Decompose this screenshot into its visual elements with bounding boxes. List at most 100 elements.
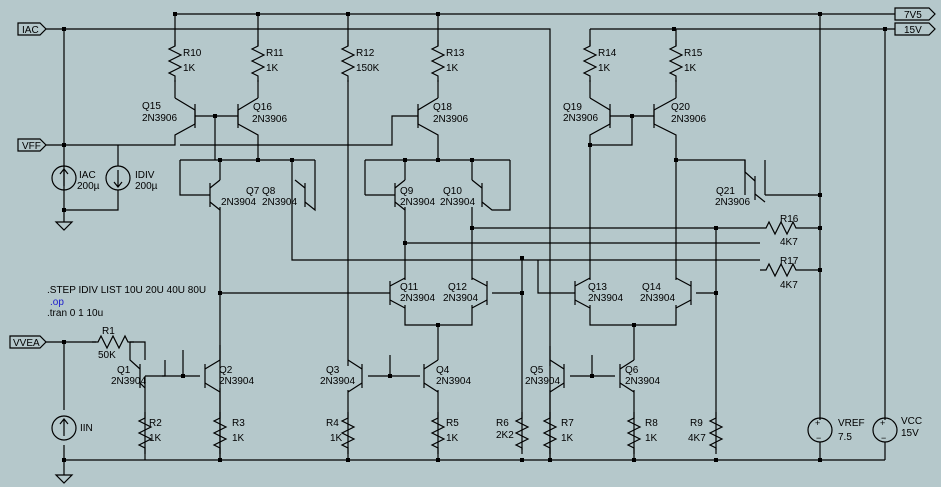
svg-text:R9: R9 (690, 418, 703, 429)
q3-ref: Q3 (326, 365, 340, 376)
q9-ref: Q9 (400, 186, 414, 197)
q16-model: 2N3906 (252, 114, 287, 125)
svg-text:R11: R11 (266, 48, 284, 59)
q13-model: 2N3904 (588, 293, 623, 304)
transistor-bodies (129, 104, 766, 393)
svg-text:15V: 15V (904, 25, 922, 36)
svg-text:R8: R8 (645, 418, 658, 429)
step-directive: .STEP IDIV LIST 10U 20U 40U 80U (47, 285, 206, 296)
svg-text:1K: 1K (446, 433, 459, 444)
q20-ref: Q20 (671, 102, 690, 113)
q7-model: 2N3904 (221, 197, 256, 208)
svg-text:1K: 1K (598, 63, 611, 74)
svg-text:+: + (815, 418, 820, 428)
svg-text:R17: R17 (780, 256, 799, 267)
q11-model: 2N3904 (400, 293, 435, 304)
svg-text:IAC: IAC (22, 25, 39, 36)
q8-model: 2N3904 (262, 197, 297, 208)
svg-text:R1: R1 (102, 326, 115, 337)
q2-ref: Q2 (219, 365, 233, 376)
q11-ref: Q11 (400, 282, 419, 293)
svg-text:R16: R16 (780, 214, 799, 225)
q15-ref: Q15 (142, 101, 161, 112)
q1-model: 2N3904 (111, 376, 146, 387)
svg-text:R3: R3 (232, 418, 245, 429)
q14-model: 2N3904 (640, 293, 675, 304)
q2-model: 2N3904 (219, 376, 254, 387)
q7-ref: Q7 (246, 186, 260, 197)
port-7v5: 7V5 (894, 7, 936, 21)
svg-text:R7: R7 (561, 418, 574, 429)
resistor-r1: R1 50K (91, 326, 135, 361)
svg-text:VFF: VFF (22, 141, 41, 152)
svg-text:R4: R4 (326, 418, 339, 429)
svg-text:7V5: 7V5 (904, 10, 922, 21)
svg-text:IDIV: IDIV (135, 170, 155, 181)
q13-ref: Q13 (588, 282, 607, 293)
q3-model: 2N3904 (320, 376, 355, 387)
svg-text:R15: R15 (684, 48, 703, 59)
q15-model: 2N3906 (142, 113, 177, 124)
svg-text:200µ: 200µ (135, 181, 158, 192)
q19-model: 2N3906 (563, 113, 598, 124)
svg-text:15V: 15V (901, 428, 919, 439)
q19-ref: Q19 (563, 102, 582, 113)
svg-text:1K: 1K (446, 63, 459, 74)
q21-model: 2N3906 (715, 197, 750, 208)
q12-model: 2N3904 (443, 293, 478, 304)
svg-text:1K: 1K (232, 433, 245, 444)
svg-text:R2: R2 (149, 418, 162, 429)
svg-text:1K: 1K (266, 63, 279, 74)
svg-text:IAC: IAC (79, 170, 96, 181)
svg-text:1K: 1K (183, 63, 196, 74)
svg-text:VCC: VCC (901, 416, 922, 427)
op-directive: .op (50, 297, 64, 308)
svg-text:R12: R12 (356, 48, 375, 59)
svg-text:200µ: 200µ (77, 181, 100, 192)
q20-model: 2N3906 (671, 114, 706, 125)
svg-text:R5: R5 (446, 418, 459, 429)
svg-text:1K: 1K (149, 433, 162, 444)
q4-ref: Q4 (436, 365, 450, 376)
port-15v: 15V (894, 22, 936, 36)
q12-ref: Q12 (448, 282, 467, 293)
q5-ref: Q5 (530, 365, 544, 376)
svg-text:2K2: 2K2 (496, 430, 514, 441)
wires (63, 13, 895, 475)
svg-text:50K: 50K (98, 350, 116, 361)
q9-model: 2N3904 (400, 197, 435, 208)
spice-directives: .STEP IDIV LIST 10U 20U 40U 80U .op .tra… (47, 285, 206, 319)
q6-model: 2N3904 (625, 376, 660, 387)
q10-ref: Q10 (443, 186, 462, 197)
q1-ref: Q1 (117, 365, 131, 376)
svg-text:R10: R10 (183, 48, 202, 59)
port-iac: IAC (17, 22, 64, 36)
tran-directive: .tran 0 1 10u (47, 308, 103, 319)
svg-text:−: − (881, 433, 886, 443)
svg-text:150K: 150K (356, 63, 380, 74)
junction-dots (62, 12, 887, 462)
svg-text:4K7: 4K7 (688, 433, 706, 444)
q21-ref: Q21 (716, 186, 735, 197)
q10-model: 2N3904 (440, 197, 475, 208)
q4-model: 2N3904 (436, 376, 471, 387)
svg-text:7.5: 7.5 (838, 432, 852, 443)
